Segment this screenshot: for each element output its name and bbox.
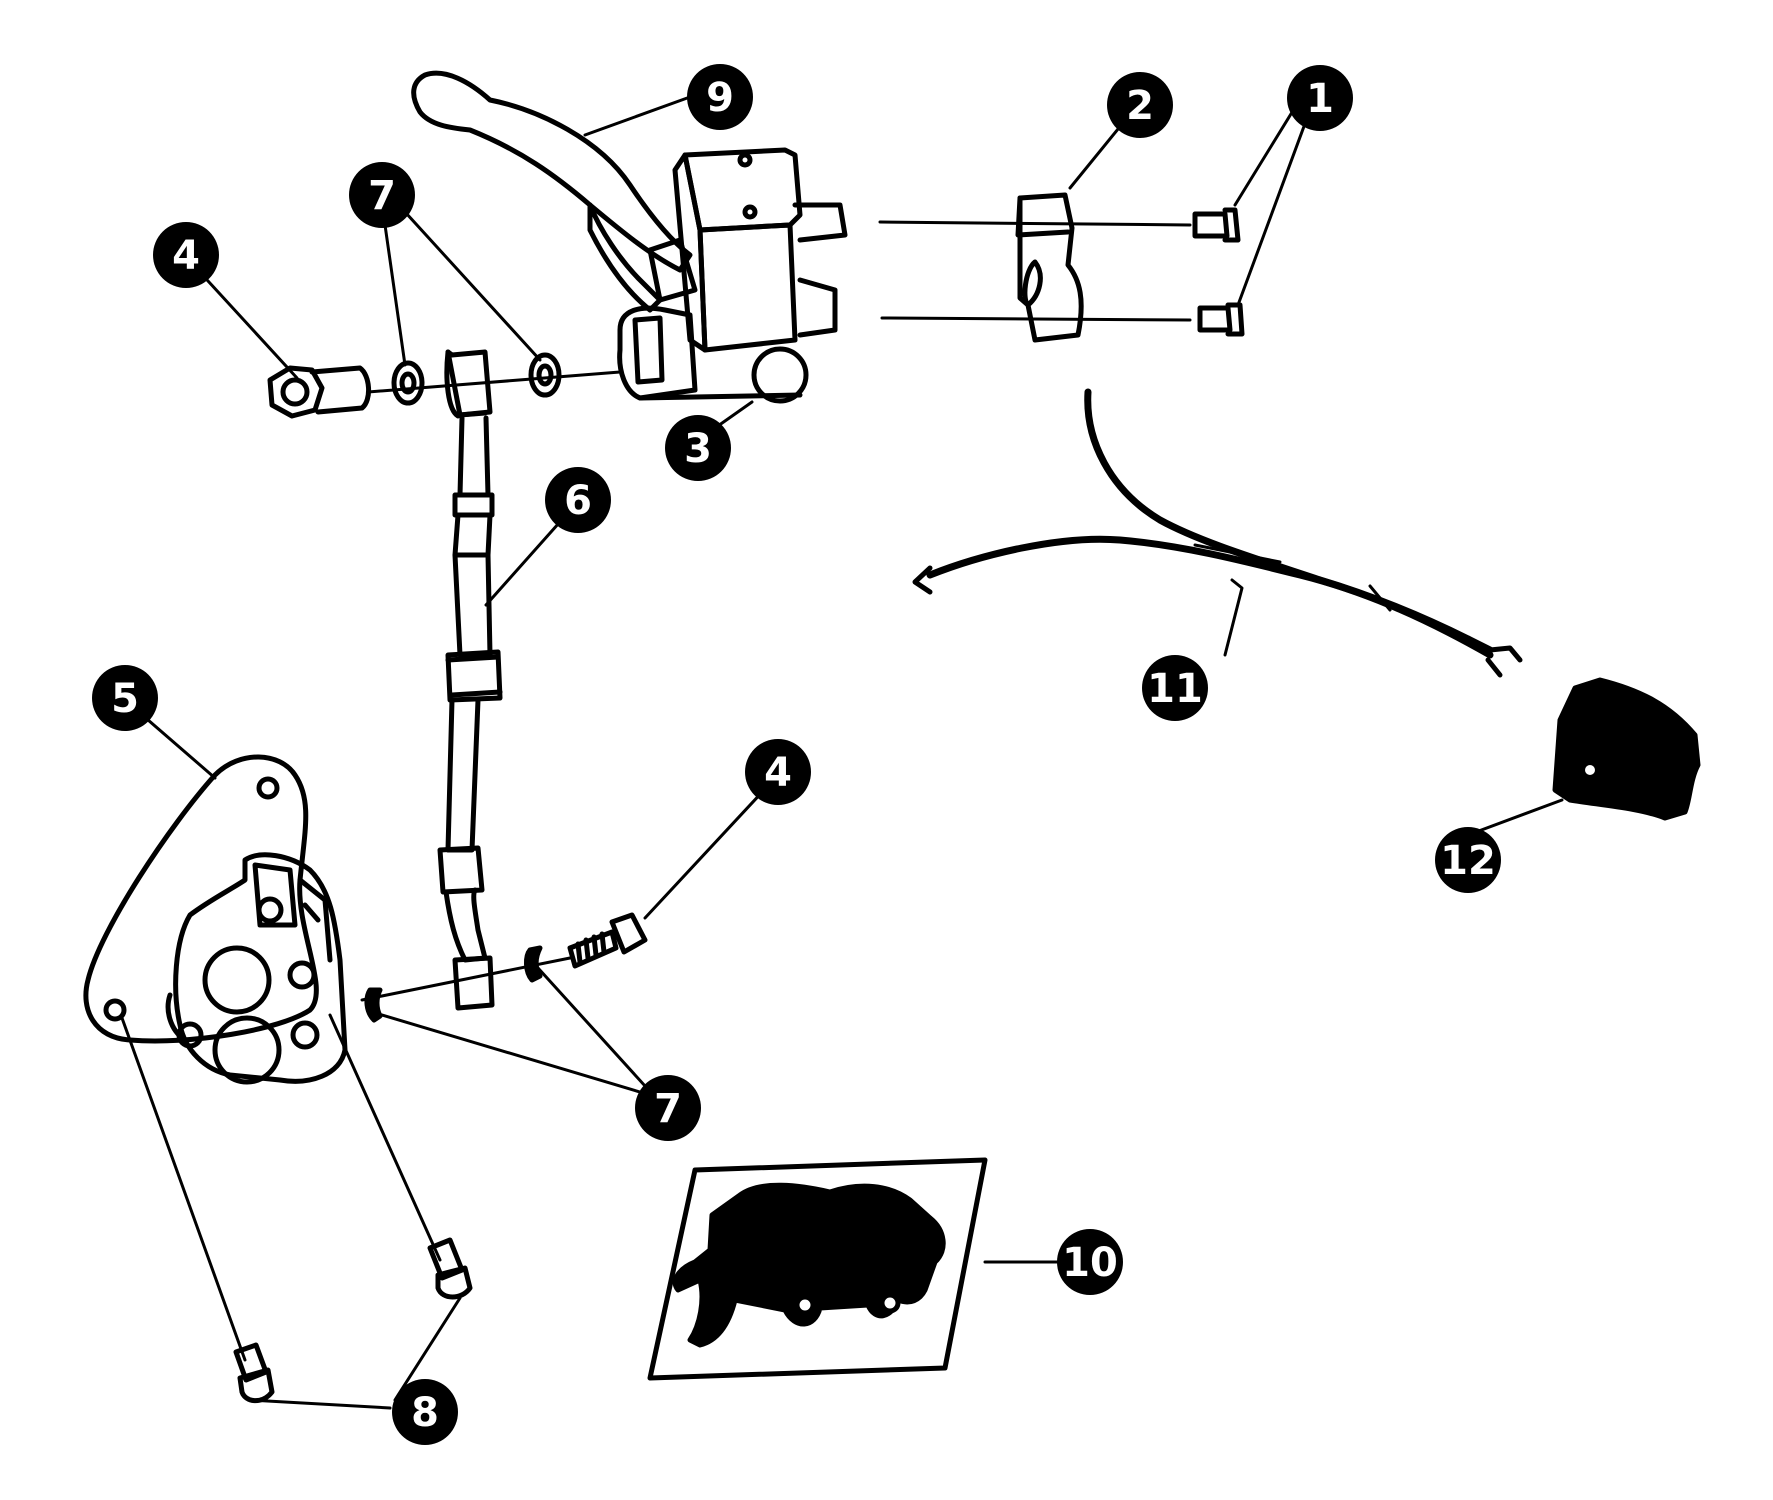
callout-badge: 12	[1435, 827, 1501, 893]
callout-label-4-lower: 4	[764, 750, 792, 796]
callout-badge: 10	[1057, 1229, 1123, 1295]
caliper-bolt-upper	[427, 1237, 473, 1300]
callout-badge: 3	[665, 415, 731, 481]
callout-badge: 7	[349, 162, 415, 228]
callout-badge: 6	[545, 467, 611, 533]
brake-switch-wires	[912, 388, 1523, 678]
mounting-line-upper	[878, 220, 1192, 227]
clamp-bolt-upper	[1192, 207, 1241, 243]
callout-label-7-lower: 7	[654, 1086, 682, 1132]
caliper-bracket	[83, 754, 319, 1044]
callout-label-3: 3	[684, 426, 712, 472]
callout-label-2: 2	[1126, 83, 1154, 129]
callout-badge: 11	[1142, 655, 1208, 721]
banjo-bolt-upper	[267, 365, 371, 419]
banjo-bolt-lower	[567, 912, 648, 969]
callout-label-10: 10	[1062, 1240, 1118, 1286]
brake-caliper	[165, 852, 348, 1085]
callout-badge: 2	[1107, 72, 1173, 138]
callout-label-8: 8	[411, 1390, 439, 1436]
callout-badge: 4	[745, 739, 811, 805]
master-cylinder-body	[617, 147, 848, 404]
callout-label-12: 12	[1440, 838, 1496, 884]
brake-lever	[411, 70, 693, 313]
callout-badge: 5	[92, 665, 158, 731]
callout-badge: 7	[635, 1075, 701, 1141]
brake-pads-package	[647, 1157, 988, 1381]
callout-label-6: 6	[564, 478, 592, 524]
callout-label-9: 9	[706, 75, 734, 121]
callout-badge: 9	[687, 64, 753, 130]
bolt-axis-caliper-lower	[120, 1016, 247, 1362]
bolt-axis-caliper-upper	[328, 1013, 442, 1262]
brake-pad	[672, 1182, 946, 1348]
handlebar-clamp	[1015, 192, 1084, 343]
callout-label-7-upper: 7	[368, 173, 396, 219]
callout-label-1: 1	[1306, 76, 1334, 122]
leader-lines	[123, 81, 1564, 1410]
callout-label-5: 5	[111, 676, 139, 722]
crush-washer-lower-left	[364, 987, 383, 1023]
crush-washer-upper-left	[391, 360, 425, 406]
callout-badge: 4	[153, 222, 219, 288]
crush-washer-upper-right	[528, 352, 562, 398]
brake-light-switch	[1552, 677, 1701, 821]
callout-label-11: 11	[1147, 666, 1203, 712]
callout-badge: 8	[392, 1379, 458, 1445]
brake-hose	[437, 349, 503, 1011]
clamp-bolt-lower	[1197, 302, 1245, 337]
callout-badge: 1	[1287, 65, 1353, 131]
callout-label-4-upper: 4	[172, 233, 200, 279]
crush-washer-lower-right	[524, 945, 543, 983]
mounting-line-lower	[880, 316, 1192, 322]
